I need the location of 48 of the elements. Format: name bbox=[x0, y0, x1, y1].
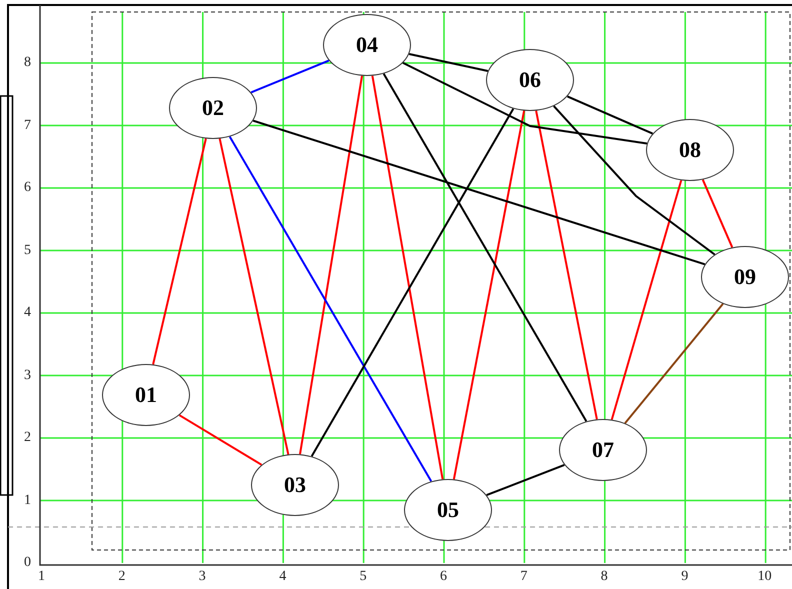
connector-line bbox=[452, 110, 526, 480]
axis-tick-label: 7 bbox=[520, 569, 528, 585]
axis-tick-label: 3 bbox=[24, 368, 31, 384]
axis-tick-label: 2 bbox=[118, 569, 126, 585]
connector-line bbox=[371, 76, 444, 480]
node-ellipse: 03 bbox=[251, 454, 339, 516]
axis-tick-label: 1 bbox=[24, 492, 31, 508]
axis-tick-label: 2 bbox=[24, 430, 31, 446]
axis-tick-label: 3 bbox=[198, 569, 206, 585]
node-ellipse: 04 bbox=[323, 14, 411, 76]
axis-tick-label: 4 bbox=[24, 305, 31, 321]
axis-tick-label: 5 bbox=[360, 569, 367, 585]
node-ellipse: 07 bbox=[559, 419, 647, 481]
axis-tick-label: 6 bbox=[440, 569, 447, 585]
axis-tick-label: 0 bbox=[24, 555, 31, 571]
axis-tick-label: 8 bbox=[600, 569, 608, 585]
axis-tick-label: 9 bbox=[681, 569, 688, 585]
connector-line bbox=[408, 53, 488, 72]
connector-line bbox=[250, 60, 330, 94]
node-ellipse: 01 bbox=[102, 364, 190, 426]
axis-tick-label: 1 bbox=[38, 569, 45, 585]
axis-tick-label: 5 bbox=[24, 242, 31, 258]
connector-line bbox=[178, 414, 262, 466]
node-ellipse: 02 bbox=[169, 77, 257, 139]
connector-line bbox=[535, 110, 598, 420]
axis-tick-label: 6 bbox=[24, 180, 31, 196]
axis-tick-label: 8 bbox=[24, 55, 31, 71]
connector-line bbox=[702, 179, 734, 248]
connector-line bbox=[610, 180, 682, 420]
axis-tick-label: 4 bbox=[279, 569, 286, 585]
connector-line bbox=[228, 136, 432, 482]
connector-line bbox=[567, 95, 653, 135]
connector-line bbox=[382, 73, 588, 422]
connector-line bbox=[252, 120, 706, 266]
node-ellipse: 06 bbox=[486, 49, 574, 111]
node-ellipse: 09 bbox=[701, 246, 789, 308]
node-ellipse: 08 bbox=[646, 119, 734, 181]
connector-line bbox=[486, 464, 565, 496]
node-ellipse: 05 bbox=[404, 479, 492, 541]
connector-line bbox=[310, 108, 514, 457]
axis-tick-label: 7 bbox=[24, 118, 31, 134]
connector-line bbox=[402, 62, 648, 144]
connector-line bbox=[624, 303, 724, 424]
connector-line bbox=[553, 105, 716, 256]
connector-line bbox=[218, 138, 290, 455]
axis-tick-label: 10 bbox=[758, 569, 772, 585]
connector-line bbox=[152, 138, 207, 365]
connector-line bbox=[299, 76, 363, 454]
